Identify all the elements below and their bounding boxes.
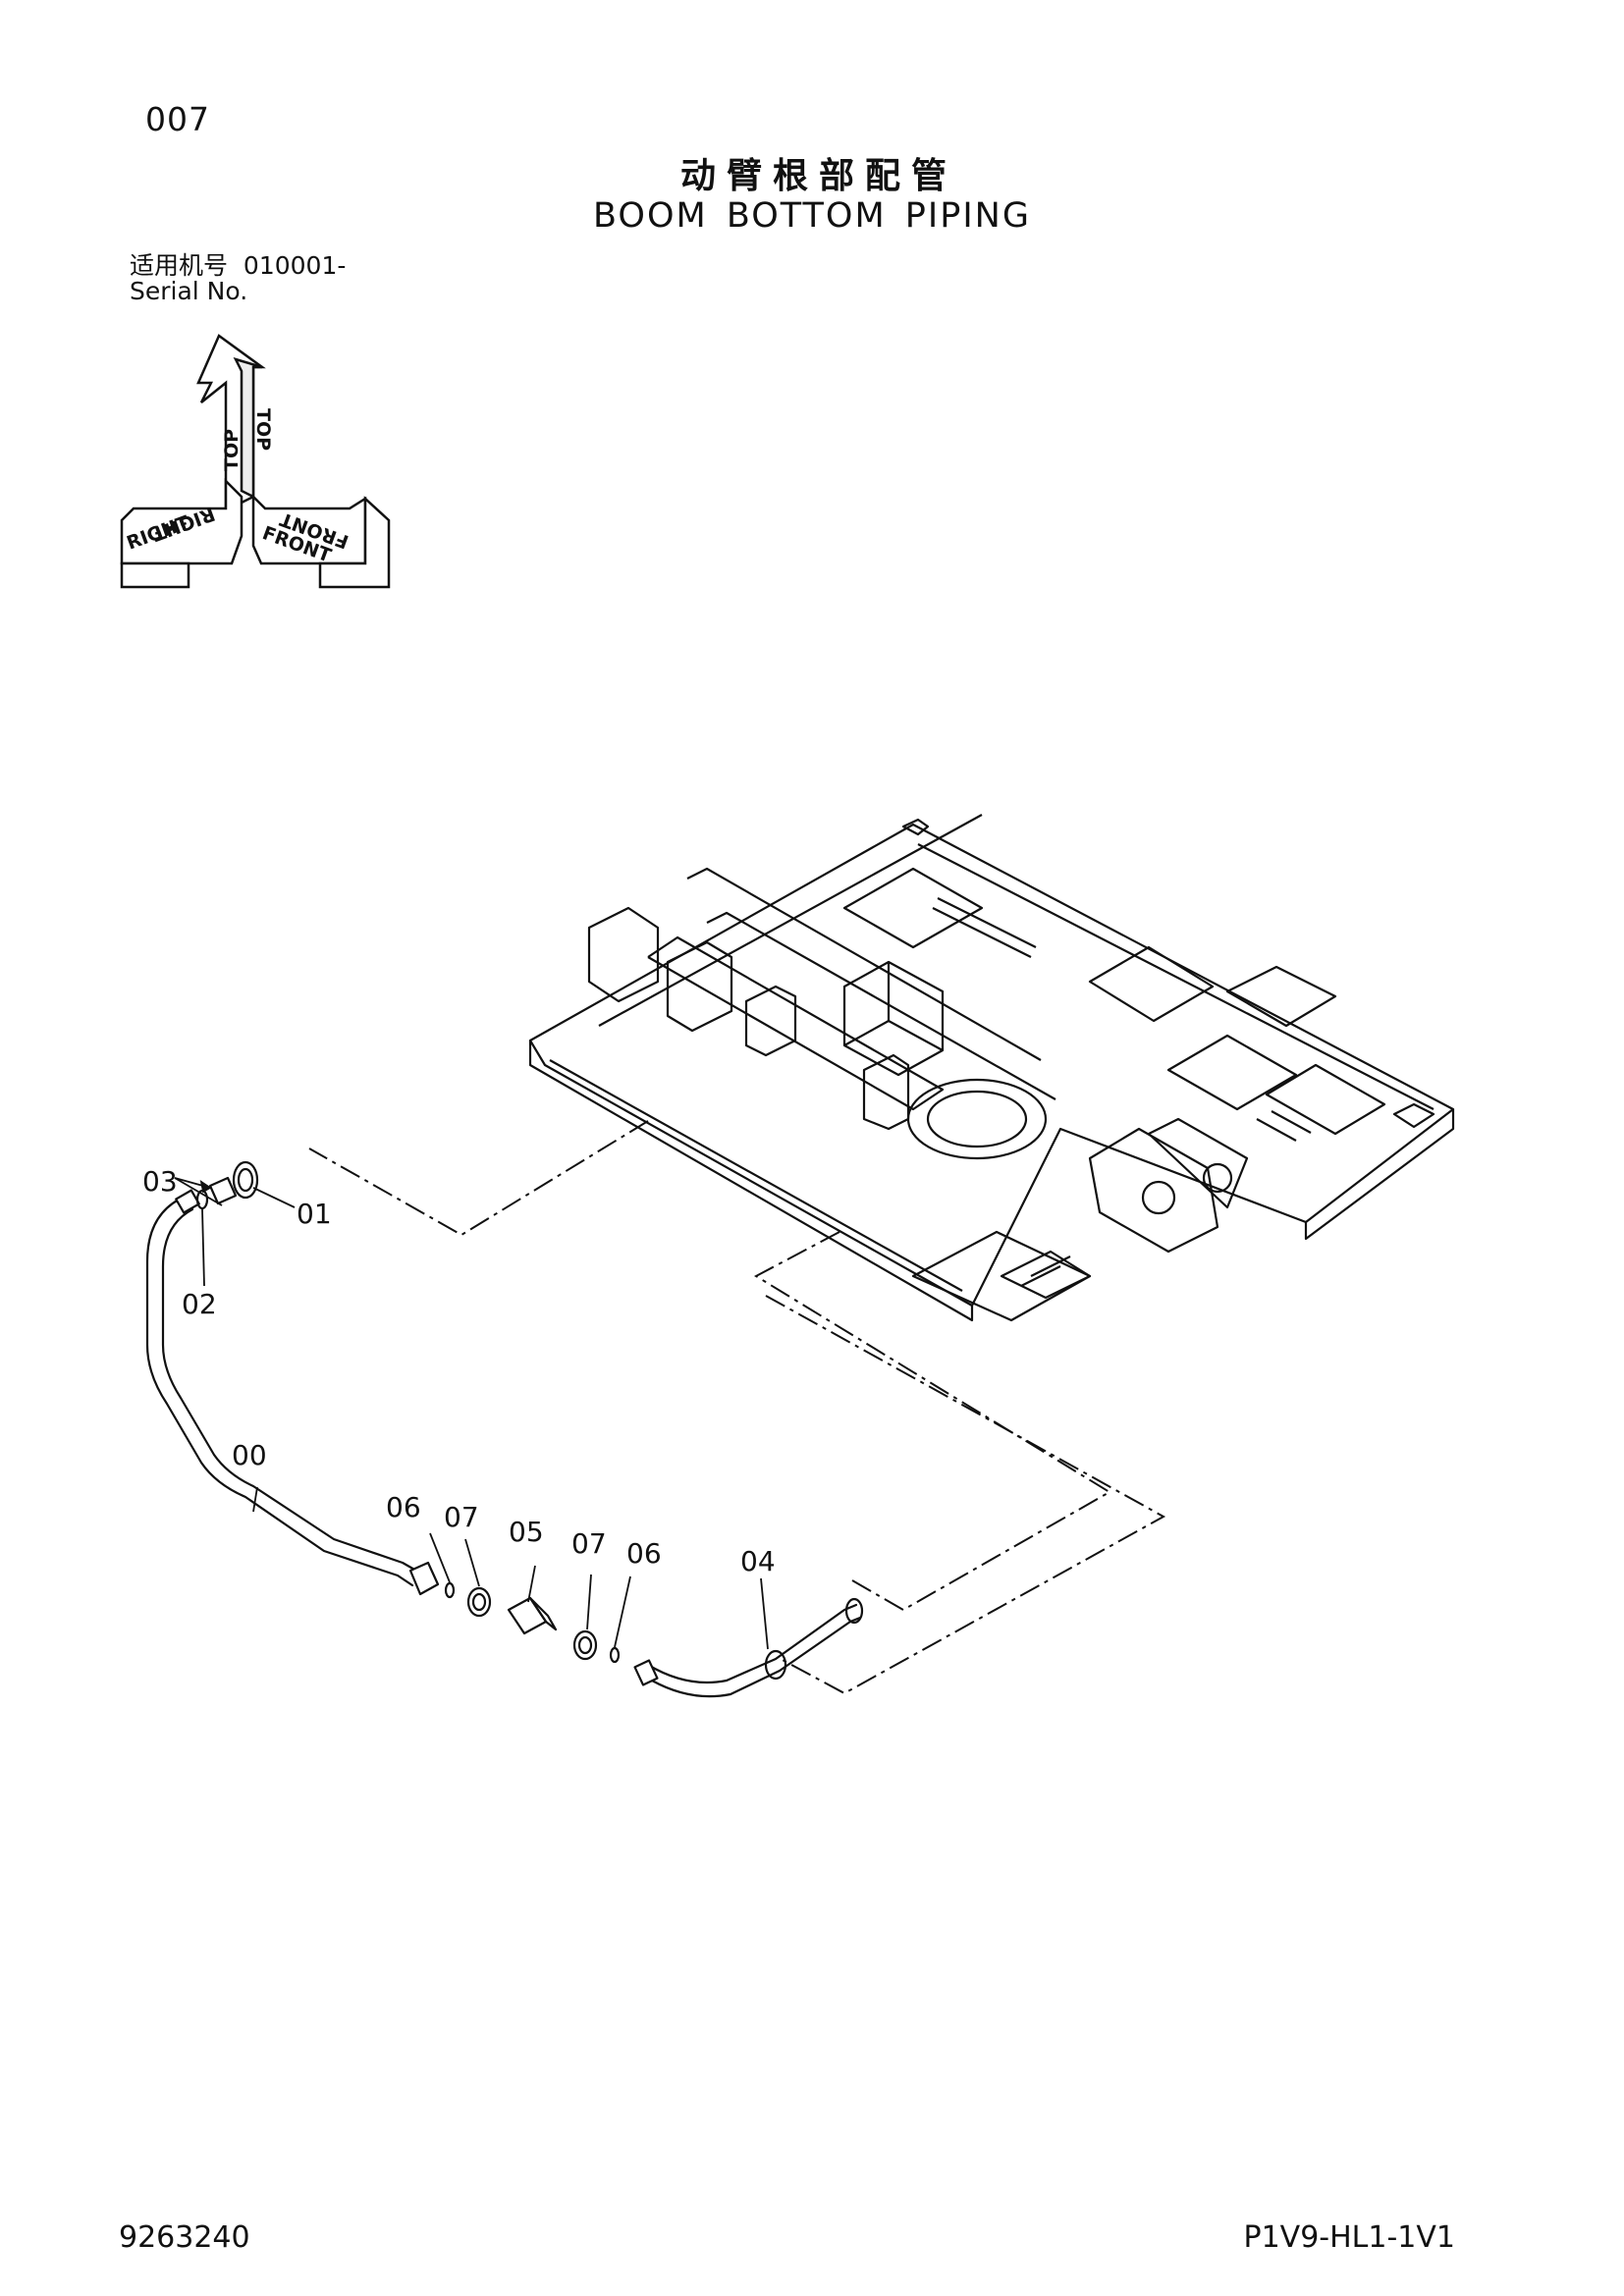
callout-06-right: 06 <box>626 1537 662 1570</box>
seal-06-right <box>609 1646 621 1664</box>
callout-05: 05 <box>509 1516 544 1548</box>
title-chinese: 动臂根部配管 <box>679 156 957 196</box>
serial-block: 适用机号 010001- Serial No. <box>130 253 346 304</box>
callout-07-right: 07 <box>571 1527 607 1560</box>
label-top: TOP <box>252 408 274 451</box>
leader-lines <box>174 1177 769 1650</box>
footer-document-number: 9263240 <box>119 2220 250 2255</box>
nut-07-left <box>466 1586 492 1618</box>
serial-cn-label: 适用机号 <box>130 251 229 280</box>
callout-00: 00 <box>232 1439 267 1471</box>
callout-03: 03 <box>142 1165 178 1198</box>
serial-cn-line: 适用机号 010001- <box>130 253 346 279</box>
reference-line-lower-1 <box>753 1231 1111 1612</box>
page-number: 007 <box>145 100 210 138</box>
pipe-04 <box>646 1603 858 1684</box>
hose-00 <box>145 1198 414 1587</box>
callout-01: 01 <box>297 1198 332 1230</box>
callout-04: 04 <box>740 1545 776 1577</box>
union-05 <box>507 1596 548 1635</box>
callout-07-left: 07 <box>444 1501 479 1533</box>
title-english: BOOM BOTTOM PIPING <box>593 196 1031 236</box>
adapter-03 <box>208 1176 238 1205</box>
serial-number: 010001- <box>243 251 347 280</box>
nut-07-right <box>572 1629 598 1661</box>
callout-06-left: 06 <box>386 1491 421 1523</box>
seal-06-left <box>444 1581 456 1599</box>
serial-en-label: Serial No. <box>130 277 248 305</box>
callout-labels: 03 01 02 00 06 07 05 07 06 04 <box>142 1165 776 1577</box>
reference-line-upper <box>308 1120 649 1237</box>
label-top-mirror: TOP <box>221 429 243 471</box>
upper-frame <box>528 814 1455 1322</box>
reference-lines <box>308 1120 1166 1695</box>
reference-line-lower-2 <box>765 1295 1166 1695</box>
flange-01 <box>232 1160 259 1200</box>
callout-02: 02 <box>182 1288 217 1320</box>
orientation-symbol: TOP TOP RIGHT RIGHT FRONT FRONT <box>120 334 391 589</box>
pipe-assembly <box>145 1160 864 1698</box>
footer-drawing-code: P1V9-HL1-1V1 <box>1243 2220 1456 2255</box>
